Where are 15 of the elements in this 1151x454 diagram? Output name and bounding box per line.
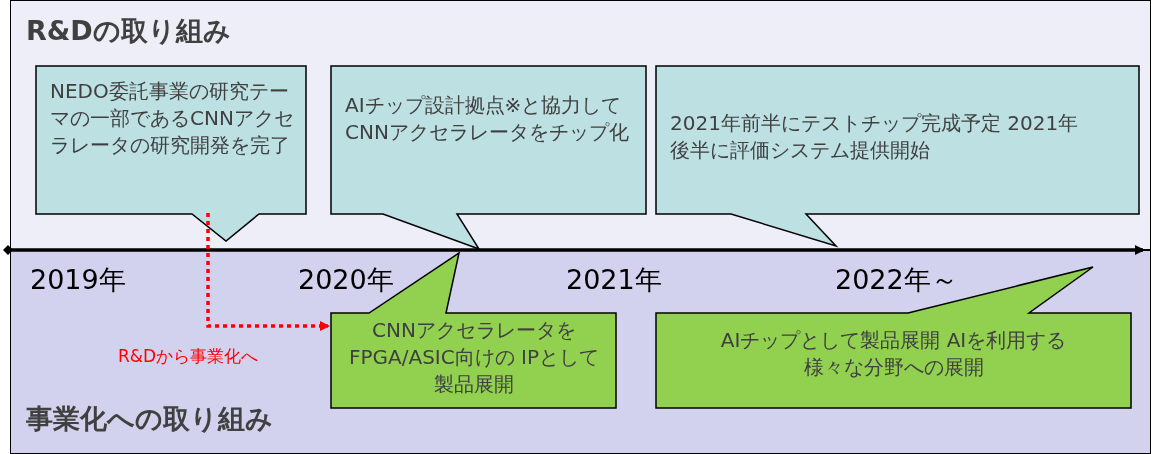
year-label: 2020年 xyxy=(298,263,394,297)
callout-text: AIチップとして製品展開 AIを利用する様々な分野への展開 xyxy=(719,327,1068,381)
section-heading: 事業化への取り組み xyxy=(26,402,273,436)
arrow xyxy=(206,213,330,331)
section-band xyxy=(10,250,1151,454)
callout-text: 2021年前半にテストチップ完成予定 2021年後半に評価システム提供開始 xyxy=(670,110,1080,164)
year-label: 2022年～ xyxy=(835,263,958,297)
year-label: 2021年 xyxy=(566,263,662,297)
callout-text: AIチップ設計拠点※と協力してCNNアクセラレータをチップ化 xyxy=(345,92,630,146)
section-heading: R&Dの取り組み xyxy=(26,14,231,48)
year-label: 2019年 xyxy=(30,263,126,297)
edge-label: R&Dから事業化へ xyxy=(118,345,259,368)
callout-text: CNNアクセラレータを FPGA/ASIC向けの IPとして製品展開 xyxy=(347,317,600,398)
callout-text: NEDO委託事業の研究テーマの一部であるCNNアクセラレータの研究開発を完了 xyxy=(50,78,295,159)
section-band xyxy=(10,0,1151,250)
